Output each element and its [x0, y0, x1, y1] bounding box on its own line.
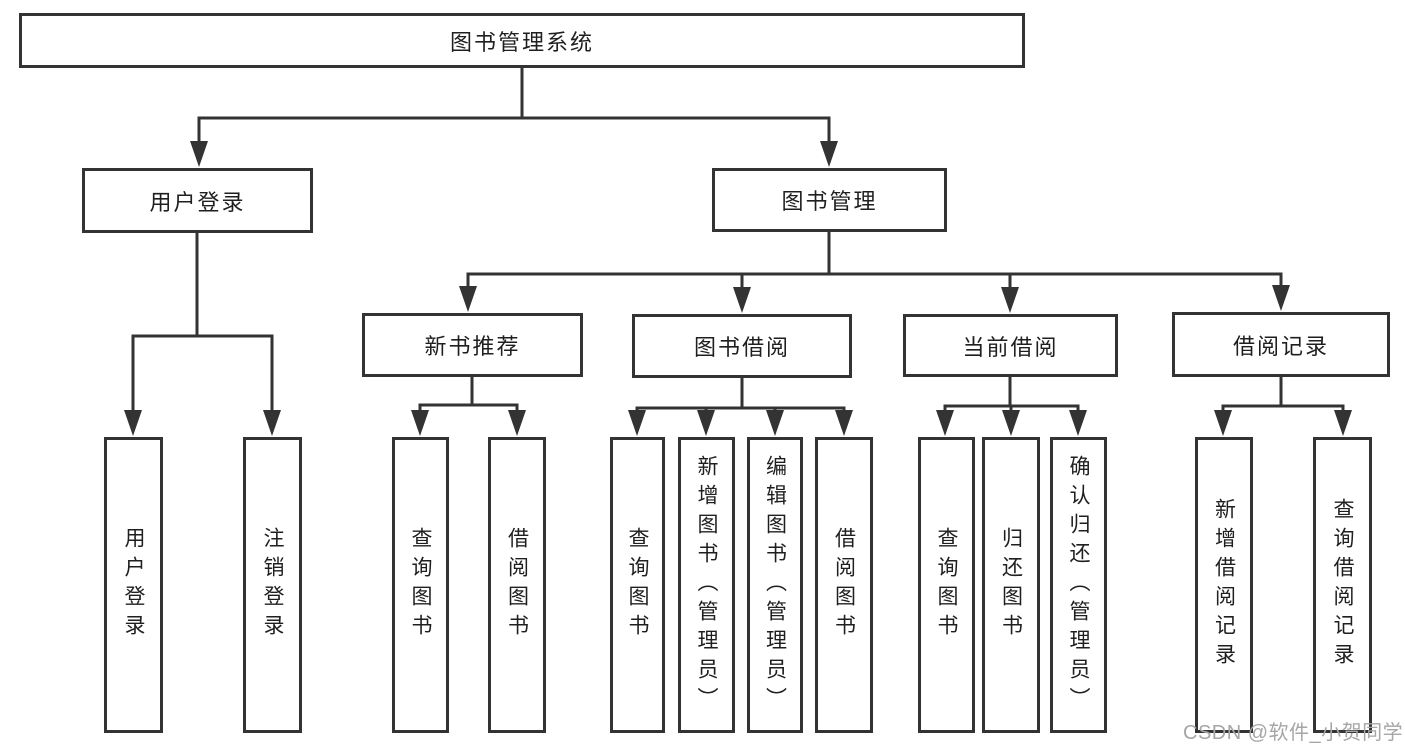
node-current-borrow: 当前借阅 — [903, 314, 1118, 377]
leaf-query-book-recommend: 查询图书 — [392, 437, 449, 733]
node-user-login-label: 用户登录 — [149, 189, 246, 215]
node-borrow-record-label: 借阅记录 — [1232, 333, 1329, 359]
node-current-borrow-label: 当前借阅 — [962, 334, 1059, 360]
leaf-edit-book-admin-label: 编辑图书（管理员） — [763, 454, 787, 716]
node-root-label: 图书管理系统 — [449, 29, 594, 55]
leaf-query-book-recommend-label: 查询图书 — [409, 527, 432, 643]
node-root: 图书管理系统 — [19, 13, 1025, 68]
leaf-borrow-book-label: 借阅图书 — [832, 527, 856, 643]
leaf-query-book-borrow-label: 查询图书 — [626, 527, 649, 643]
leaf-logout: 注销登录 — [243, 437, 302, 733]
leaf-add-book-admin: 新增图书（管理员） — [678, 437, 735, 733]
leaf-add-book-admin-label: 新增图书（管理员） — [695, 454, 718, 716]
leaf-edit-book-admin: 编辑图书（管理员） — [747, 437, 803, 733]
leaf-query-book-current: 查询图书 — [918, 437, 975, 733]
leaf-borrow-book-recommend-label: 借阅图书 — [505, 527, 529, 643]
leaf-user-login-label: 用户登录 — [122, 527, 145, 643]
leaf-query-borrow-record-label: 查询借阅记录 — [1331, 498, 1354, 672]
leaf-return-book-label: 归还图书 — [999, 527, 1023, 643]
leaf-add-borrow-record-label: 新增借阅记录 — [1212, 498, 1236, 672]
leaf-confirm-return-admin-label: 确认归还（管理员） — [1067, 454, 1090, 716]
node-book-management: 图书管理 — [712, 168, 947, 232]
node-book-borrow: 图书借阅 — [632, 314, 852, 378]
leaf-query-borrow-record: 查询借阅记录 — [1313, 437, 1372, 733]
node-user-login: 用户登录 — [82, 168, 313, 233]
leaf-add-borrow-record: 新增借阅记录 — [1195, 437, 1253, 733]
leaf-borrow-book-recommend: 借阅图书 — [488, 437, 546, 733]
node-borrow-record: 借阅记录 — [1172, 312, 1390, 377]
leaf-confirm-return-admin: 确认归还（管理员） — [1050, 437, 1107, 733]
node-new-book-recommend-label: 新书推荐 — [424, 334, 521, 359]
csdn-watermark: CSDN @软件_小贺同学 — [1183, 722, 1404, 744]
leaf-query-book-current-label: 查询图书 — [935, 527, 958, 643]
leaf-borrow-book: 借阅图书 — [815, 437, 873, 733]
leaf-user-login: 用户登录 — [104, 437, 163, 733]
leaf-logout-label: 注销登录 — [261, 527, 284, 643]
node-book-management-label: 图书管理 — [781, 189, 878, 214]
node-book-borrow-label: 图书借阅 — [693, 335, 790, 360]
leaf-query-book-borrow: 查询图书 — [610, 437, 665, 733]
node-new-book-recommend: 新书推荐 — [362, 313, 583, 377]
leaf-return-book: 归还图书 — [982, 437, 1040, 733]
